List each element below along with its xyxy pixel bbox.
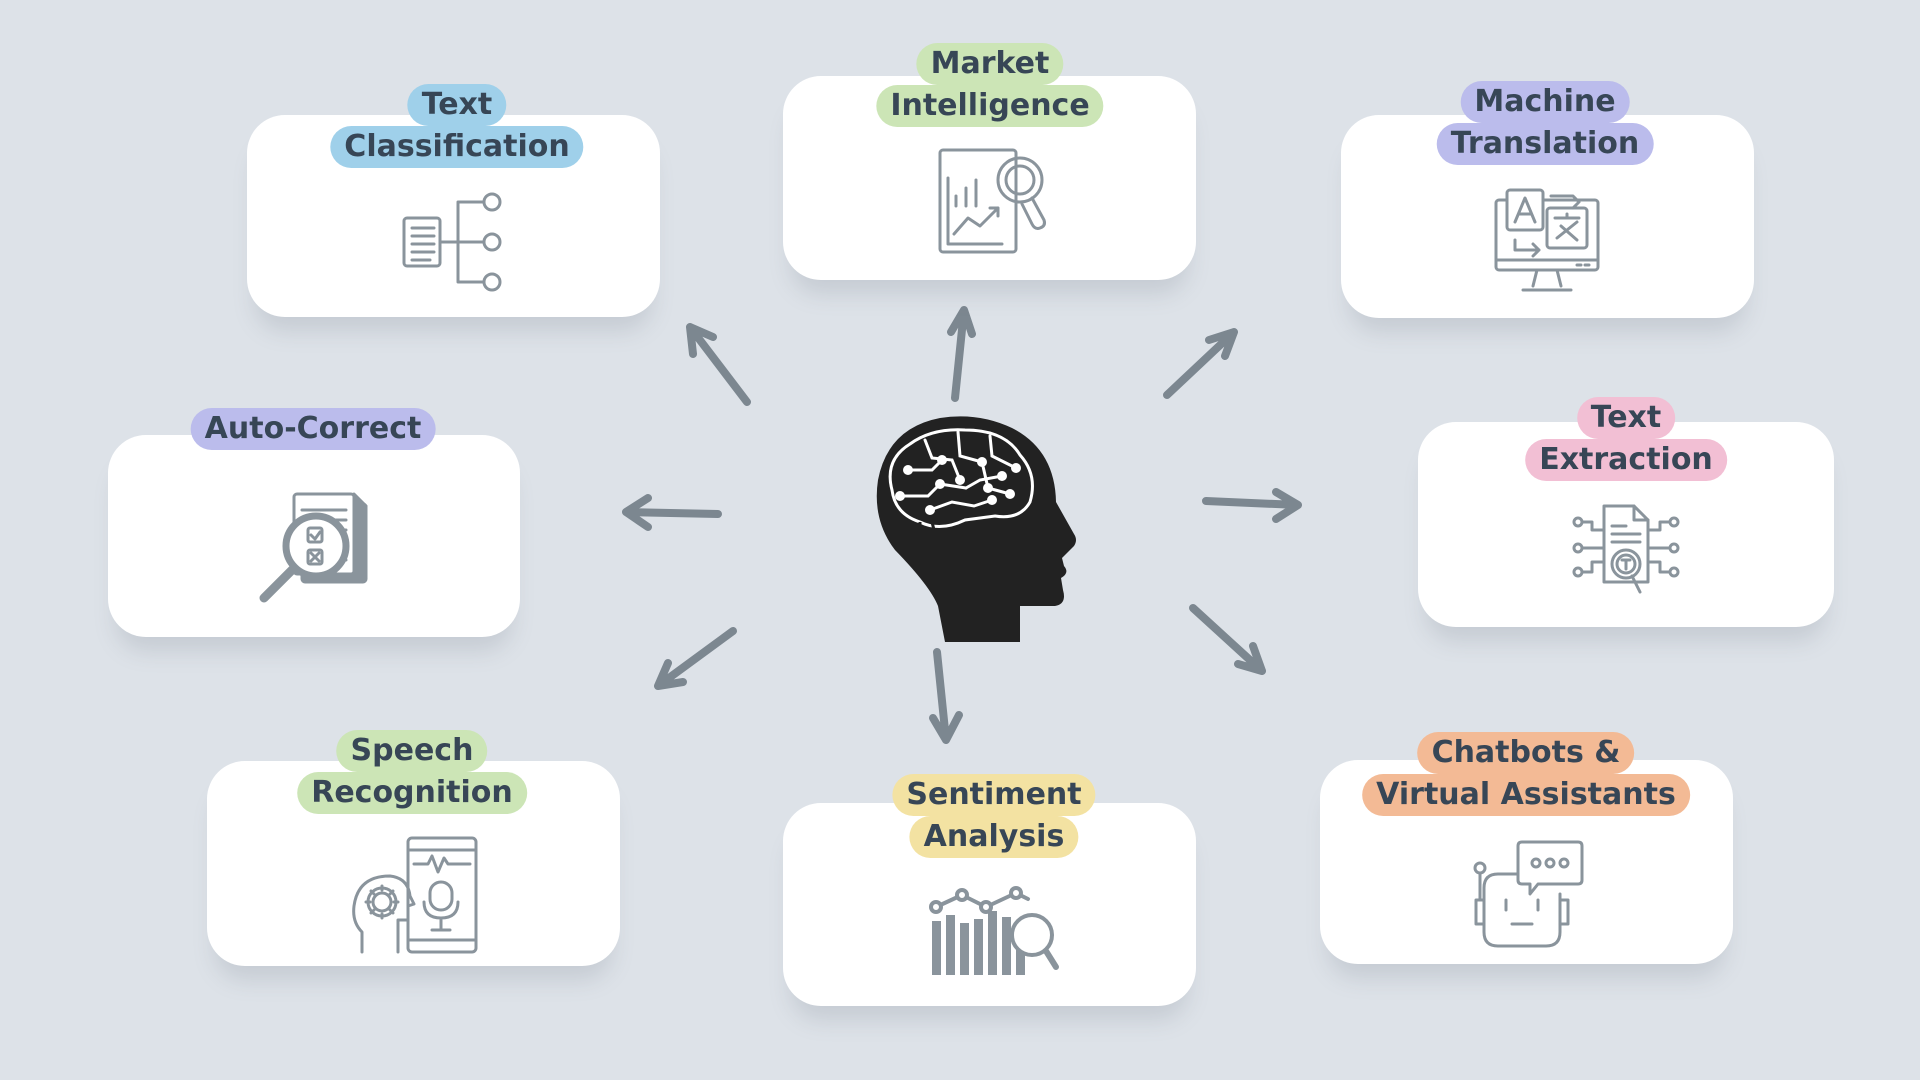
- node-label-auto-correct: Auto-Correct: [190, 408, 436, 450]
- node-label-speech-recognition: Speech Recognition: [297, 730, 527, 814]
- arrow-to-machine-translation: [1163, 328, 1238, 399]
- label-line: Extraction: [1525, 439, 1727, 481]
- translation-monitor-icon: [1494, 188, 1600, 292]
- label-line: Speech: [336, 730, 488, 772]
- label-line: Chatbots &: [1417, 732, 1635, 774]
- node-label-machine-translation: Machine Translation: [1436, 81, 1654, 165]
- arrow-to-market-intelligence: [947, 306, 976, 402]
- label-line: Classification: [330, 126, 584, 168]
- label-line: Auto-Correct: [190, 408, 436, 450]
- node-label-chatbots: Chatbots & Virtual Assistants: [1362, 732, 1690, 816]
- chart-magnifier-icon: [938, 148, 1046, 254]
- arrow-to-chatbots: [1189, 604, 1266, 675]
- arrow-to-sentiment-analysis: [929, 648, 963, 744]
- node-label-market-intelligence: Market Intelligence: [876, 43, 1104, 127]
- node-label-text-classification: Text Classification: [330, 84, 584, 168]
- document-tree-icon: [402, 192, 502, 292]
- node-label-sentiment-analysis: Sentiment Analysis: [892, 774, 1096, 858]
- label-line: Translation: [1436, 123, 1654, 165]
- label-line: Text: [1576, 397, 1676, 439]
- brain-head-icon: [876, 416, 1076, 642]
- document-extraction-icon: [1572, 504, 1680, 594]
- arrow-to-speech-recognition: [654, 627, 737, 690]
- checklist-magnifier-icon: [259, 492, 368, 603]
- robot-chat-icon: [1473, 840, 1584, 948]
- label-line: Machine: [1460, 81, 1630, 123]
- label-line: Intelligence: [876, 85, 1104, 127]
- label-line: Text: [407, 84, 507, 126]
- label-line: Sentiment: [892, 774, 1096, 816]
- node-label-text-extraction: Text Extraction: [1525, 397, 1727, 481]
- speech-phone-head-icon: [352, 836, 478, 954]
- label-line: Recognition: [297, 772, 527, 814]
- arrow-to-auto-correct: [622, 494, 722, 531]
- bar-trend-magnifier-icon: [929, 886, 1059, 975]
- label-line: Virtual Assistants: [1362, 774, 1690, 816]
- label-line: Market: [916, 43, 1064, 85]
- arrow-to-text-extraction: [1202, 488, 1302, 523]
- label-line: Analysis: [909, 816, 1079, 858]
- arrow-to-text-classification: [686, 323, 751, 406]
